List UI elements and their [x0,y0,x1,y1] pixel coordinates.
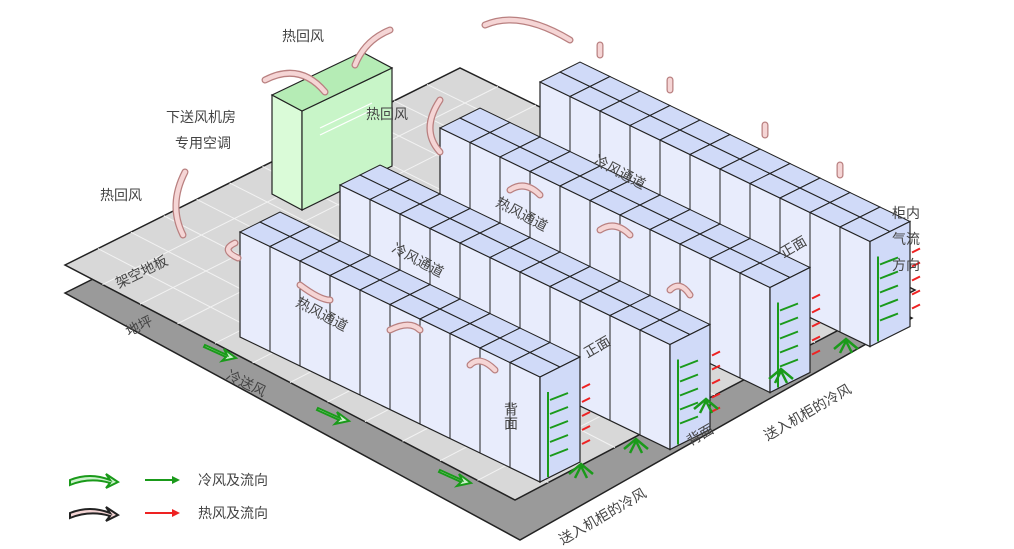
hot-airflow-arrow [711,392,721,399]
hot-return-arrow-fill [352,27,393,68]
hot-return-arrow-fill [226,240,241,261]
ac-unit-label-2: 专用空调 [175,136,231,152]
cabinet-airflow-label-1: 柜内 [892,206,920,222]
cabinet-end-face [769,266,811,394]
hot-airflow-arrow [581,397,591,403]
hot-return-label-mid: 热回风 [366,107,408,123]
cabinet-end-face [539,356,581,483]
cold-airflow-arrow [879,270,899,280]
cabinet-end-face [869,220,911,348]
cold-airflow-arrow [779,302,799,312]
ac-unit-label-1: 下送风机房 [166,110,236,126]
hot-airflow-arrow [911,261,921,268]
cold-airflow-arrow [549,406,569,415]
hot-return-arrow-fill [387,322,423,333]
hot-airflow-arrow [811,321,821,328]
cold-airflow-arrow [679,359,699,369]
hot-return-arrow-fill [262,71,328,95]
legend-hot-arrow-icon [69,506,120,522]
hot-return-arrow-fill [297,282,333,303]
cold-airflow-arrow [679,415,699,425]
cold-into-cabinet-arrow-icon [693,397,719,414]
legend-cold-label: 冷风及流向 [198,473,268,489]
hot-return-arrow-fill [173,169,188,238]
cold-into-cabinet-arrow-icon [768,367,794,384]
cabinet-row [338,164,721,451]
cold-airflow-arrow [879,256,899,266]
cabinet-airflow-label-3: 方向 [892,258,920,274]
hot-airflow-arrow [581,383,591,389]
hot-airflow-arrow [581,411,591,417]
cold-airflow-arrow [779,344,799,354]
legend-hot-label: 热风及流向 [198,506,268,522]
hot-airflow-arrow [711,364,721,371]
hot-airflow-arrow [911,289,921,296]
cold-supply-arrow-icon [315,406,352,426]
cold-airflow-arrow [879,284,899,294]
cabinet-end-face [669,323,711,451]
cold-airflow-arrow [549,420,569,429]
hot-return-arrow-fill [482,17,573,43]
hot-return-arrow-fill [467,358,498,373]
hot-airflow-arrow [711,378,721,385]
cabinet-airflow-label-2: 气流 [892,232,920,248]
hot-airflow-arrow [811,307,821,314]
cold-airflow-arrow [879,298,899,308]
legend [69,473,180,522]
hot-airflow-arrow [581,439,591,445]
hot-airflow-arrow [811,293,821,300]
hot-return-arrow-fill [507,183,543,198]
hot-return-label-top: 热回风 [282,29,324,45]
hot-airflow-arrow [581,425,591,431]
hot-airflow-arrow [711,350,721,357]
hot-return-arrow-fill [667,283,693,298]
cold-into-cabinet-arrow-icon [623,437,649,454]
hot-airflow-arrow [811,335,821,342]
cold-airflow-arrow [679,387,699,397]
legend-cold-arrow-icon [69,473,120,489]
back-label-1: 背面 [502,402,518,430]
cold-airflow-arrow [879,312,899,322]
airflow-arrows [172,16,859,488]
hot-return-arrow-fill [427,97,443,155]
hot-return-label-left: 热回风 [100,188,142,204]
hot-airflow-arrow [911,303,921,310]
hot-airflow-arrow [811,349,821,356]
cabinet-rows [238,61,921,483]
cold-supply-arrow-icon [437,468,474,488]
hot-airflow-arrow [911,247,921,254]
cold-airflow-arrow [679,373,699,383]
cold-airflow-arrow [549,392,569,401]
cold-airflow-arrow [779,316,799,326]
cold-airflow-arrow [679,401,699,411]
cold-into-cabinet-arrow-icon [833,337,859,354]
hot-airflow-arrow [911,275,921,282]
cold-into-cabinet-arrow-icon [568,462,594,479]
hot-return-arrow-fill [597,223,633,238]
cold-airflow-arrow [779,330,799,340]
cold-airflow-arrow [549,448,569,457]
cold-supply-arrow-icon [202,343,239,363]
cold-airflow-arrow [779,358,799,368]
cold-airflow-arrow [549,434,569,443]
